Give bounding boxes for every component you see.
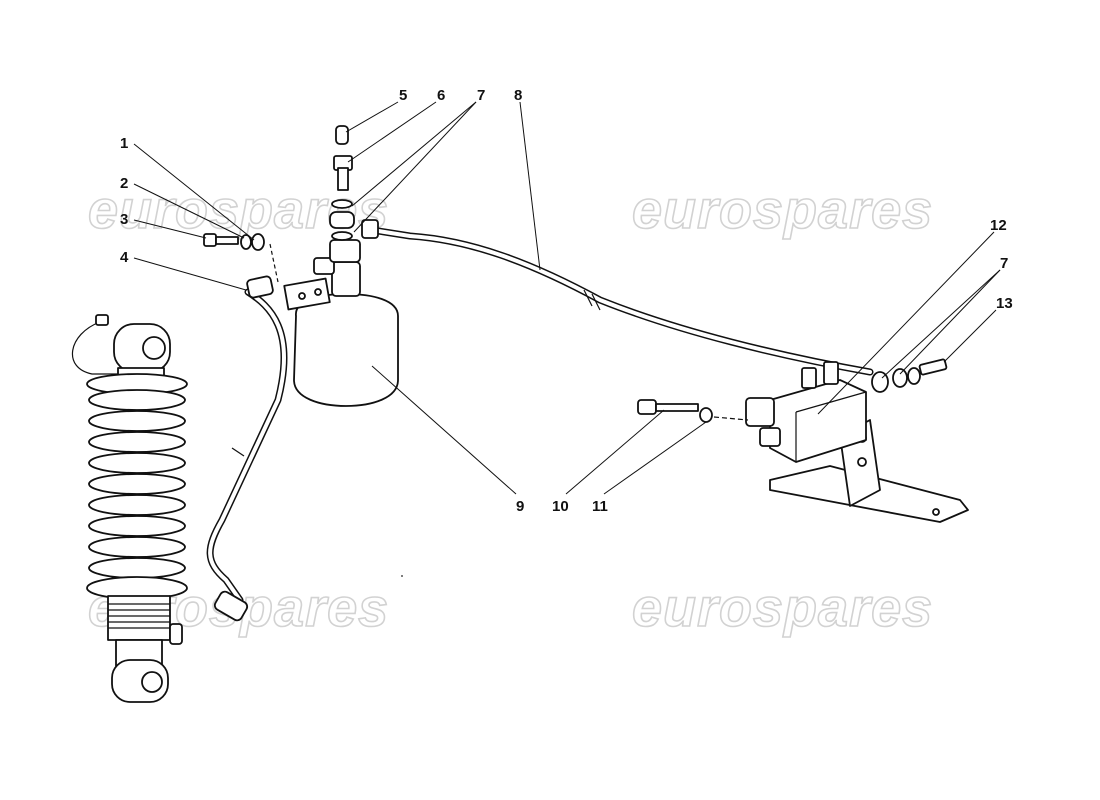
callout-2: 2 (120, 175, 128, 192)
banjo-fitting (329, 211, 355, 229)
bottom-eye-hole (141, 671, 163, 693)
watermark-top-right: eurospares (632, 180, 933, 240)
sensor-plug (95, 314, 109, 326)
damper-threads (108, 603, 170, 629)
callout-11: 11 (592, 498, 608, 515)
callout-3: 3 (120, 211, 128, 228)
cap-screw-head (637, 399, 657, 415)
cap-screw-shank (655, 403, 699, 412)
sealing-washer-upper (331, 199, 353, 209)
pipe-fitting-top (246, 275, 274, 299)
watermark-bottom-right: eurospares (632, 578, 933, 638)
bolt-head (203, 233, 217, 247)
pipe-accumulator-to-shock (206, 275, 288, 622)
bleed-screw (335, 125, 349, 145)
callout-9: 9 (516, 498, 524, 515)
side-fitting (313, 257, 335, 275)
washer (240, 234, 252, 250)
callout-1: 1 (120, 135, 128, 152)
damper-body (107, 595, 171, 641)
banjo-bolt-shank (337, 167, 349, 191)
damper-port (169, 623, 183, 645)
valve-port-2 (823, 361, 839, 385)
callout-6: 6 (437, 87, 445, 104)
callout-4: 4 (120, 249, 129, 266)
bolt-set-left (203, 233, 279, 283)
bolt-set-middle (637, 399, 749, 423)
top-eye-hole (142, 336, 166, 360)
pressure-accumulator (283, 239, 399, 407)
pipe-fitting-bottom (213, 590, 249, 622)
bolt-shank (215, 236, 239, 245)
accumulator-neck (331, 261, 361, 297)
callout-8: 8 (514, 87, 522, 104)
callout-12: 12 (990, 217, 1007, 234)
washer-11 (699, 407, 713, 423)
valve-block-assembly (745, 361, 969, 523)
callout-10: 10 (552, 498, 569, 515)
coil-spring (88, 389, 186, 579)
bolt-set-right (871, 358, 948, 393)
leader-lines (133, 101, 1001, 495)
shock-absorber (72, 314, 188, 703)
callout-7-right: 7 (1000, 255, 1008, 272)
stray-dot (401, 575, 403, 577)
sensor-wire (72, 321, 130, 375)
callout-labels: 1 2 3 4 5 6 7 8 9 10 11 12 7 13 (120, 87, 1013, 515)
accumulator-sphere (293, 293, 399, 407)
callout-5: 5 (399, 87, 407, 104)
accumulator-bracket (283, 277, 331, 311)
top-fitting (329, 239, 361, 263)
valve-block (769, 379, 867, 463)
callout-7-top: 7 (477, 87, 485, 104)
sealing-washer-lower (331, 231, 353, 241)
pipe-accumulator-to-valve (361, 219, 874, 376)
spacer (251, 233, 265, 251)
solenoid (745, 397, 775, 427)
callout-13: 13 (996, 295, 1013, 312)
banjo-assembly (329, 125, 355, 241)
valve-port-1 (801, 367, 817, 389)
